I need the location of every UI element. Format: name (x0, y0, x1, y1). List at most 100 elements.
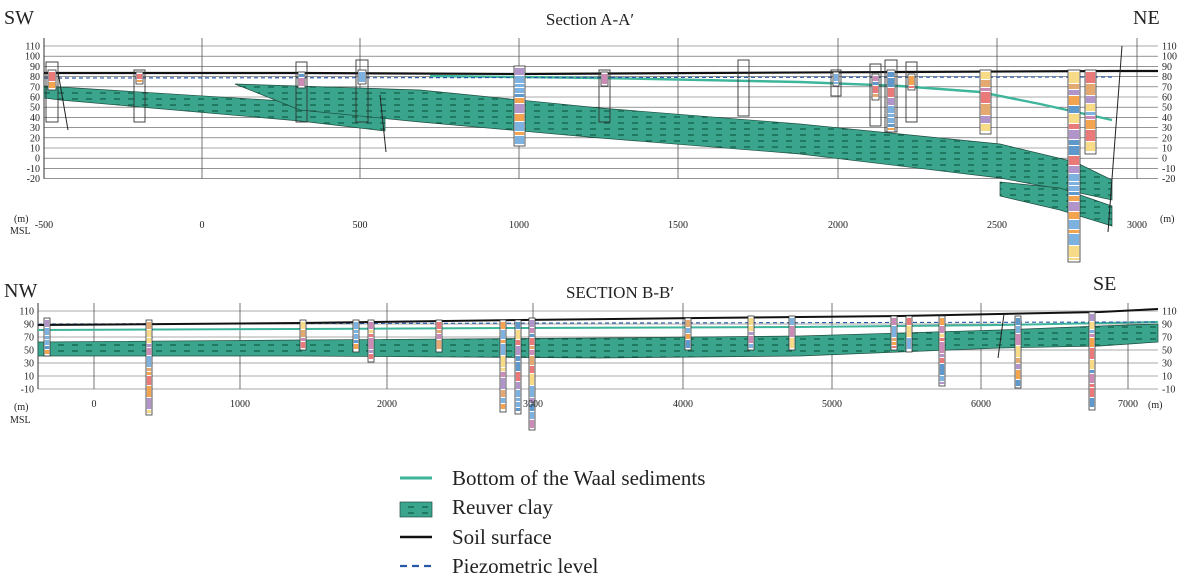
y-tick-label: 0 (1162, 154, 1167, 165)
x-tick-label: 0 (92, 399, 97, 410)
borehole (905, 315, 913, 353)
x-tick-label: 5000 (822, 399, 842, 410)
section-a-left-label: SW (4, 7, 34, 29)
section-a-fault (1107, 45, 1123, 233)
section-b-unit-left: (m) (14, 402, 28, 413)
borehole (528, 317, 536, 431)
x-tick-label: 6000 (971, 399, 991, 410)
section-b-waal-bottom-line (37, 321, 1159, 331)
borehole (514, 319, 522, 415)
y-tick-label: -10 (1162, 385, 1175, 396)
section-b-right-label: SE (1093, 273, 1116, 295)
y-tick-label: 50 (1162, 103, 1172, 114)
section-b-msl-label: MSL (10, 415, 31, 426)
section-b-piezometric-line (37, 321, 1159, 325)
section-b-unit-right: (m) (1148, 400, 1162, 411)
y-tick-label: -20 (1162, 174, 1175, 185)
x-tick-label: -500 (35, 220, 53, 231)
section-a-piezometric-line (43, 76, 1113, 79)
legend-waal-label: Bottom of the Waal sediments (452, 466, 705, 490)
borehole-casing (355, 59, 369, 123)
borehole-casing (869, 63, 882, 127)
section-b-boreholes (43, 311, 1096, 431)
x-tick-label: 7000 (1118, 399, 1138, 410)
y-tick-label: 70 (24, 333, 34, 344)
section-a-title: Section A-A′ (546, 10, 634, 29)
y-tick-label: 90 (1162, 320, 1172, 331)
y-tick-label: 10 (24, 372, 34, 383)
borehole-casing (133, 69, 146, 123)
x-tick-label: 2000 (377, 399, 397, 410)
y-tick-label: 10 (1162, 144, 1172, 155)
section-b-fault (997, 313, 1005, 359)
x-tick-label: 3000 (523, 399, 543, 410)
y-tick-label: 110 (25, 42, 40, 53)
x-tick-label: 1500 (668, 220, 688, 231)
section-b-left-label: NW (4, 280, 37, 302)
y-tick-label: 30 (1162, 359, 1172, 370)
y-tick-label: 20 (1162, 133, 1172, 144)
y-tick-label: 40 (30, 113, 40, 124)
borehole (367, 319, 375, 363)
borehole (871, 73, 880, 101)
legend: Bottom of the Waal sediments Reuver clay… (399, 466, 705, 578)
section-a-reuver-clay-main (234, 83, 1113, 201)
section-a-boreholes (45, 59, 1097, 263)
borehole-casing (295, 61, 308, 123)
y-tick-label: -10 (1162, 164, 1175, 175)
borehole (297, 71, 306, 89)
y-tick-label: 100 (1162, 52, 1177, 63)
borehole (145, 319, 153, 416)
section-a-reuver-clay-lower (999, 181, 1113, 227)
section-a-unit-left: (m) (14, 214, 28, 225)
section-a-right-label: NE (1133, 7, 1160, 29)
y-tick-label: 90 (1162, 62, 1172, 73)
y-tick-label: 110 (19, 307, 34, 318)
borehole (684, 317, 692, 351)
borehole (938, 315, 946, 387)
borehole (47, 69, 57, 91)
x-tick-label: 0 (200, 220, 205, 231)
section-a-panel: SW NE Section A-A′ 110100908070605040302… (4, 7, 1177, 263)
y-tick-label: 60 (1162, 93, 1172, 104)
y-tick-label: 50 (1162, 346, 1172, 357)
borehole (43, 317, 51, 357)
section-a-reuver-clay-west (43, 85, 386, 132)
y-tick-label: 80 (1162, 72, 1172, 83)
x-tick-label: 1000 (230, 399, 250, 410)
borehole (513, 65, 526, 147)
borehole-casing (598, 69, 611, 123)
y-tick-label: 80 (30, 72, 40, 83)
y-tick-label: 110 (1162, 42, 1177, 53)
x-tick-label: 1000 (509, 220, 529, 231)
y-tick-label: 110 (1162, 307, 1177, 318)
y-tick-label: 70 (1162, 82, 1172, 93)
borehole (600, 71, 609, 87)
x-tick-label: 500 (353, 220, 368, 231)
section-a-fault (379, 94, 387, 153)
y-tick-label: 30 (24, 359, 34, 370)
y-tick-label: 90 (30, 62, 40, 73)
borehole-casing (830, 69, 842, 97)
borehole (907, 73, 916, 91)
borehole-casing (45, 61, 59, 123)
y-tick-label: 100 (25, 52, 40, 63)
legend-soil-label: Soil surface (452, 525, 552, 549)
y-tick-label: 50 (24, 346, 34, 357)
y-tick-label: 60 (30, 93, 40, 104)
borehole-casing (905, 61, 918, 123)
borehole (352, 319, 360, 353)
y-tick-label: -10 (27, 164, 40, 175)
borehole-casing (737, 59, 750, 117)
section-a-fault (57, 71, 69, 131)
y-tick-label: -10 (21, 385, 34, 396)
y-tick-label: 30 (1162, 123, 1172, 134)
section-a-msl-label: MSL (10, 226, 31, 237)
